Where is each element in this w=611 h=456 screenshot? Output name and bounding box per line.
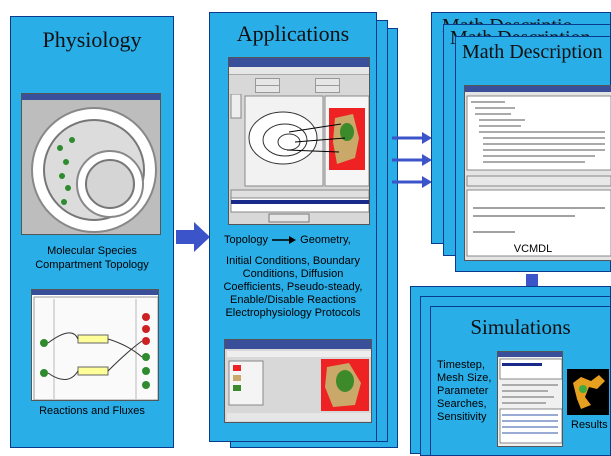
- compartment-diagram: [22, 100, 160, 234]
- vcmdl-text-view: [466, 95, 611, 257]
- applications-panel: Applications: [209, 12, 377, 442]
- applications-line-4: Enable/Disable Reactions: [230, 294, 356, 306]
- param-parameter: Parameter: [437, 385, 489, 397]
- reactions-fluxes-caption: Reactions and Fluxes: [39, 405, 145, 417]
- physiology-title: Physiology: [42, 27, 142, 52]
- results-image: [567, 369, 609, 415]
- param-sensitivity: Sensitivity: [437, 411, 487, 423]
- right-arrow-icon: [272, 236, 297, 245]
- arrows-applications-to-math: [390, 128, 434, 203]
- compartment-topology-screenshot: [21, 93, 161, 235]
- vcmdl-caption: VCMDL: [513, 243, 553, 255]
- vcmdl-editor-screenshot: [464, 85, 611, 261]
- simulation-parameters: Timestep, Mesh Size, Parameter Searches,…: [437, 359, 491, 424]
- applications-line-5: Electrophysiology Protocols: [225, 307, 361, 319]
- param-searches: Searches,: [437, 398, 487, 410]
- simulations-panel: Simulations Timestep, Mesh Size, Paramet…: [430, 306, 611, 456]
- results-label: Results: [571, 419, 608, 431]
- physiology-panel: Physiology Molecular Species Compartment…: [10, 16, 174, 448]
- application-editor-screenshot: [228, 57, 370, 225]
- reactions-screenshot: [31, 289, 159, 401]
- param-mesh-size: Mesh Size,: [437, 372, 492, 384]
- topology-geometry-mapping: [230, 94, 369, 223]
- applications-line-1: Initial Conditions, Boundary: [226, 255, 360, 267]
- applications-line-3: Coefficients, Pseudo-steady,: [223, 281, 363, 293]
- geometry-screenshot: [224, 339, 372, 423]
- simulations-title: Simulations: [470, 315, 571, 339]
- applications-title: Applications: [236, 21, 350, 46]
- applications-line-2: Conditions, Diffusion: [242, 268, 344, 280]
- param-timestep: Timestep,: [437, 359, 485, 371]
- math-description-title: Math Description: [462, 41, 603, 63]
- simulation-settings-view: [499, 358, 562, 444]
- math-description-panel: Math Description VCMDL: [455, 36, 611, 272]
- topology-label: Topology: [224, 234, 269, 246]
- molecular-species-caption: Molecular Species: [47, 245, 137, 257]
- compartment-topology-caption: Compartment Topology: [35, 259, 149, 271]
- arrow-physiology-to-applications: [176, 222, 210, 257]
- reaction-network-diagram: [33, 296, 158, 400]
- geometry-label: Geometry,: [300, 234, 351, 246]
- topology-geometry-line: Topology Geometry,: [224, 234, 374, 248]
- simulation-settings-screenshot: [497, 351, 563, 447]
- geometry-view: [227, 351, 371, 421]
